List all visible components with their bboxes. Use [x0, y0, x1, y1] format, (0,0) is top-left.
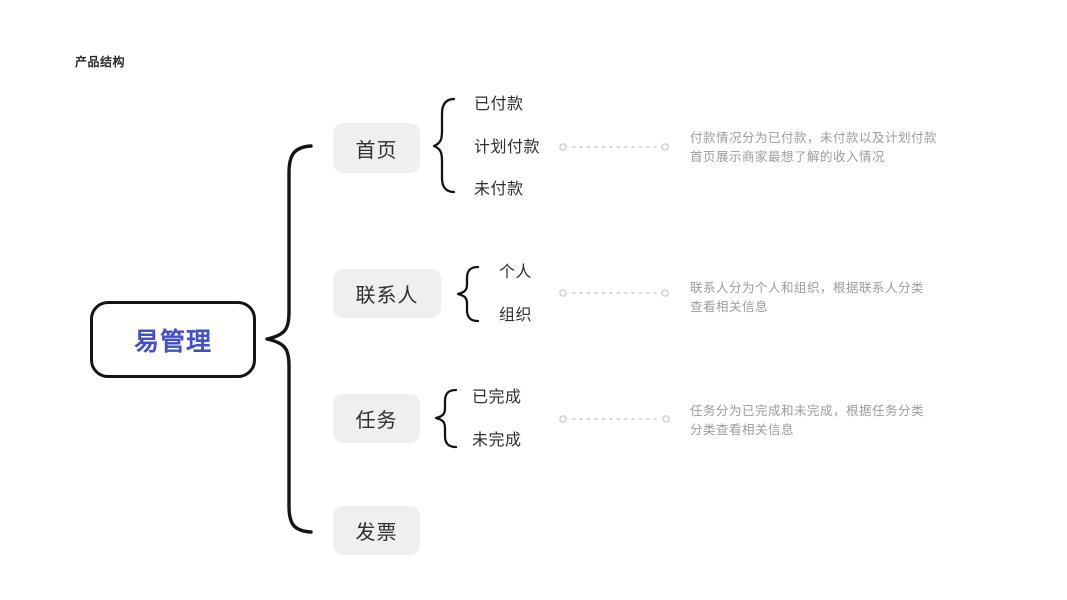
tasks-children-brace: [434, 388, 458, 449]
annotation-tasks[interactable]: 任务分为已完成和未完成，根据任务分类 分类查看相关信息: [690, 402, 970, 440]
branch-node-invoice[interactable]: 发票: [333, 506, 420, 555]
annotation-tasks-line-1: 任务分为已完成和未完成，根据任务分类: [690, 404, 925, 418]
branch-node-home[interactable]: 首页: [333, 123, 420, 173]
root-brace: [265, 144, 313, 534]
child-topic-organization[interactable]: 组织: [499, 307, 533, 324]
branch-node-tasks[interactable]: 任务: [333, 394, 420, 443]
annotation-contacts-line-1: 联系人分为个人和组织，根据联系人分类: [690, 281, 925, 295]
child-topic-incomplete[interactable]: 未完成: [472, 432, 522, 449]
dotted-connector-tasks: [559, 415, 670, 423]
contacts-children-brace: [456, 265, 480, 323]
child-topic-planned-payment[interactable]: 计划付款: [474, 139, 541, 156]
annotation-home-line-2: 首页展示商家最想了解的收入情况: [690, 150, 886, 164]
child-topic-personal[interactable]: 个人: [499, 264, 533, 281]
dotted-connector-contacts: [559, 289, 669, 297]
annotation-tasks-line-2: 分类查看相关信息: [690, 423, 795, 437]
root-node-label: 易管理: [133, 327, 212, 356]
annotation-home-line-1: 付款情况分为已付款，未付款以及计划付款: [690, 131, 938, 145]
annotation-home[interactable]: 付款情况分为已付款，未付款以及计划付款 首页展示商家最想了解的收入情况: [690, 129, 970, 167]
child-topic-completed[interactable]: 已完成: [472, 389, 522, 406]
child-topic-paid[interactable]: 已付款: [474, 96, 524, 113]
child-topic-unpaid[interactable]: 未付款: [474, 181, 524, 198]
page-title: 产品结构: [75, 55, 126, 69]
dotted-connector-home: [559, 143, 669, 151]
home-children-brace: [432, 97, 456, 194]
root-node[interactable]: 易管理: [90, 301, 256, 378]
branch-node-contacts[interactable]: 联系人: [333, 269, 441, 318]
annotation-contacts-line-2: 查看相关信息: [690, 300, 769, 314]
annotation-contacts[interactable]: 联系人分为个人和组织，根据联系人分类 查看相关信息: [690, 279, 970, 317]
